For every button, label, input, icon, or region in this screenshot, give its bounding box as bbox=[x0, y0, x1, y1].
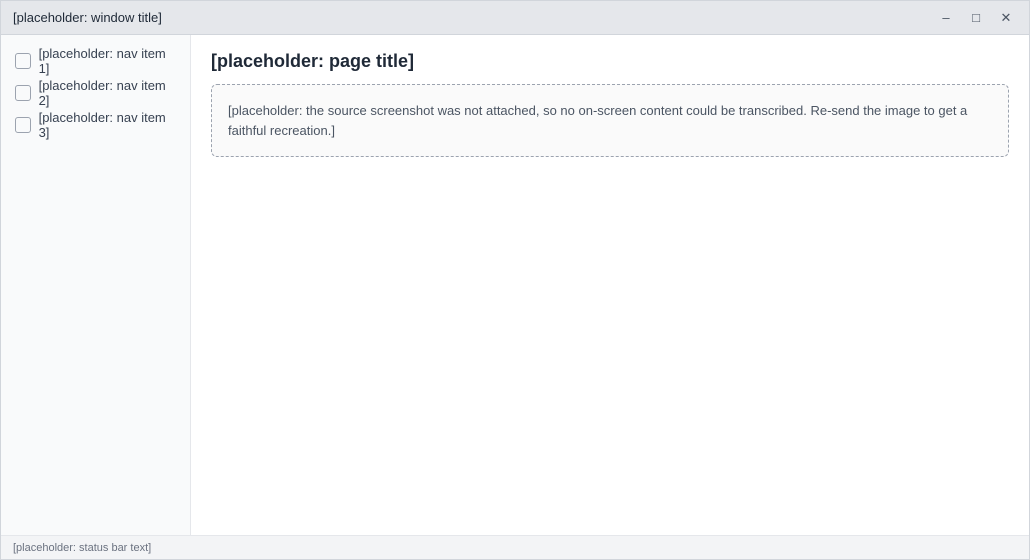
sidebar-item-3[interactable]: [placeholder: nav item 3] bbox=[1, 109, 190, 141]
page-title: [placeholder: page title] bbox=[211, 51, 415, 71]
sidebar-item-label: [placeholder: nav item 3] bbox=[38, 110, 166, 140]
window-controls: – □ ✕ bbox=[935, 7, 1017, 29]
sidebar: [placeholder: nav item 1] [placeholder: … bbox=[1, 35, 191, 535]
generic-icon bbox=[15, 85, 31, 101]
maximize-icon[interactable]: □ bbox=[972, 10, 980, 25]
sidebar-item-1[interactable]: [placeholder: nav item 1] bbox=[1, 45, 190, 77]
sidebar-item-label: [placeholder: nav item 1] bbox=[38, 46, 166, 76]
app-body: [placeholder: nav item 1] [placeholder: … bbox=[1, 35, 1029, 535]
status-bar: [placeholder: status bar text] bbox=[1, 535, 1029, 559]
title-bar: [placeholder: window title] – □ ✕ bbox=[1, 1, 1029, 35]
window-title: [placeholder: window title] bbox=[13, 10, 162, 25]
generic-icon bbox=[15, 117, 31, 133]
sidebar-item-label: [placeholder: nav item 2] bbox=[38, 78, 166, 108]
status-text: [placeholder: status bar text] bbox=[13, 541, 152, 554]
generic-icon bbox=[15, 53, 31, 69]
main-content: [placeholder: page title] [placeholder: … bbox=[191, 35, 1029, 535]
close-icon[interactable]: ✕ bbox=[1000, 9, 1012, 25]
sidebar-item-2[interactable]: [placeholder: nav item 2] bbox=[1, 77, 190, 109]
missing-image-notice: [placeholder: the source screenshot was … bbox=[211, 84, 1009, 157]
minimize-icon[interactable]: – bbox=[942, 10, 950, 25]
